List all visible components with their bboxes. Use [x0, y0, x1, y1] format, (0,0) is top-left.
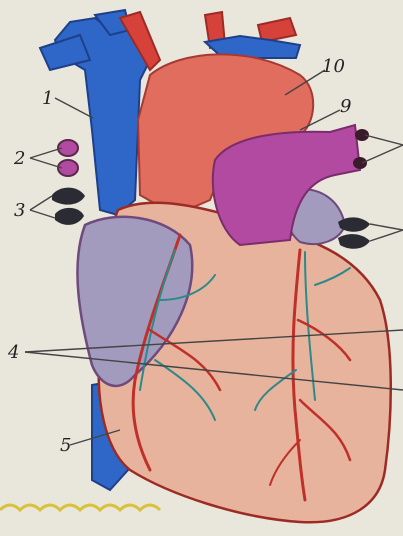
label-5: 5 [60, 435, 71, 456]
label-10: 10 [322, 56, 345, 77]
label-3: 3 [14, 200, 25, 221]
label-4: 4 [7, 342, 19, 363]
label-9: 9 [340, 96, 351, 117]
label-2: 2 [13, 148, 25, 169]
label-1: 1 [42, 88, 53, 109]
